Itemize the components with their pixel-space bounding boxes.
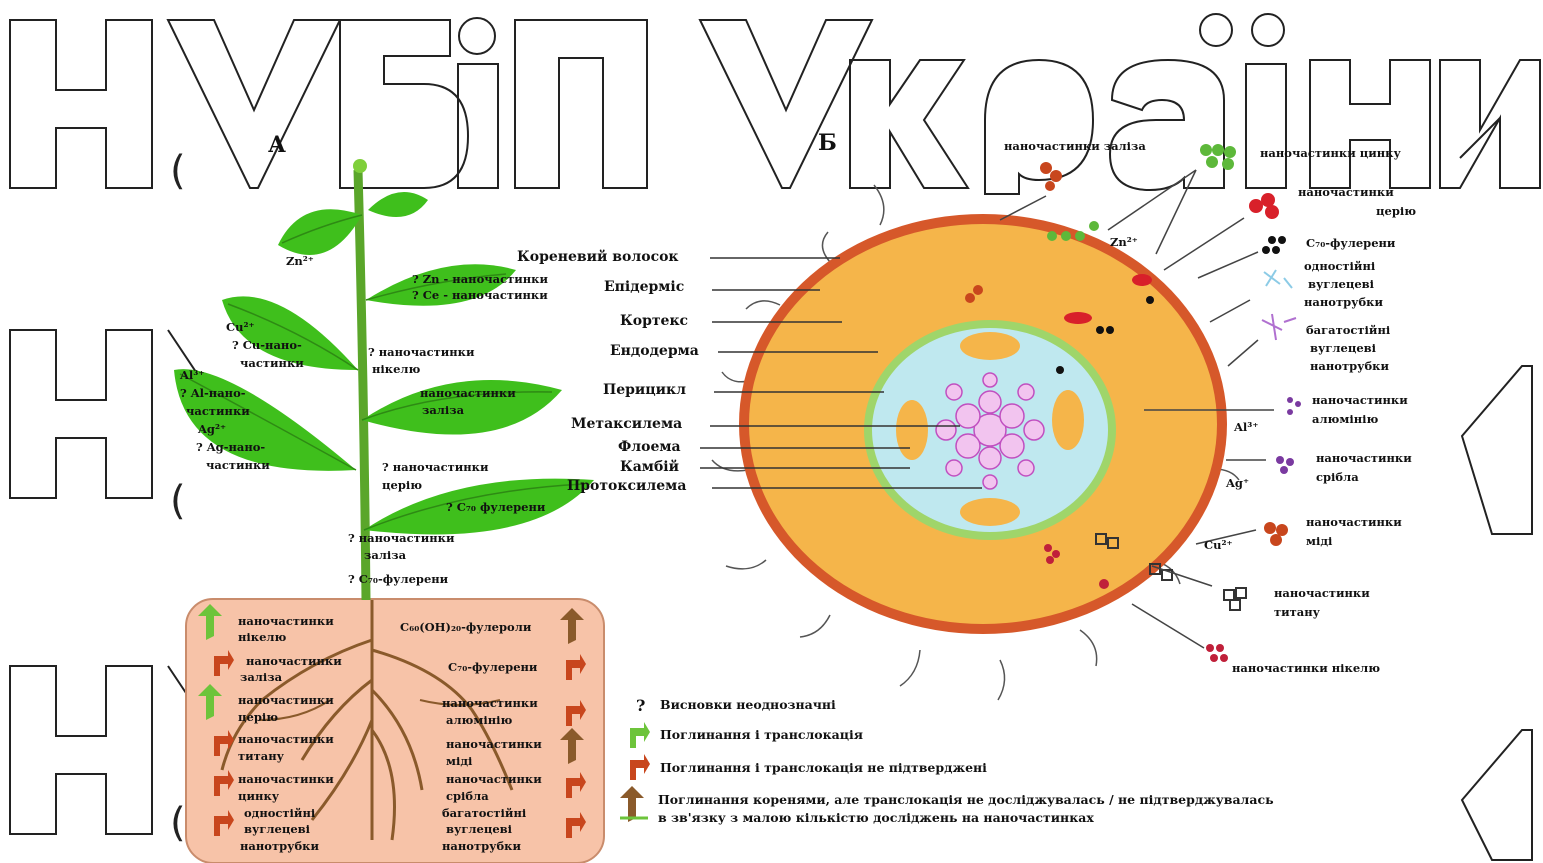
tissue-label-pericycle: Перицикл <box>603 382 686 398</box>
legend-icon-unconfirmed <box>630 754 650 780</box>
particle-label-ti-2: титану <box>1274 604 1320 621</box>
particle-label-c70: C₇₀-фулерени <box>1306 235 1395 252</box>
particle-label-swcnt-3: нанотрубки <box>1304 294 1383 311</box>
legend-item-unconfirmed: Поглинання і транслокація не підтверджен… <box>660 760 987 775</box>
tissue-label-metaxylem: Метаксилема <box>571 416 682 432</box>
legend-item-roots-only-2: в зв'язку з малою кількістю досліджень н… <box>658 810 1094 825</box>
ion-label-al: Al³⁺ <box>1234 420 1258 434</box>
particle-label-cu-2: міді <box>1306 533 1332 550</box>
tissue-label-epidermis: Епідерміс <box>604 279 684 295</box>
particle-label-ni: наночастинки нікелю <box>1232 660 1380 677</box>
tissue-label-root-hair: Кореневий волосок <box>517 249 679 265</box>
particle-label-ce-1: наночастинки <box>1298 184 1394 201</box>
tissue-label-protoxylem: Протоксилема <box>567 478 686 494</box>
tissue-label-endodermis: Ендодерма <box>610 343 699 359</box>
particle-label-swcnt-1: одностійні <box>1304 258 1375 275</box>
particle-label-ti-1: наночастинки <box>1274 585 1370 602</box>
legend-item-ambiguous: Висновки неоднозначні <box>660 697 836 712</box>
ion-label-cu: Cu²⁺ <box>1204 538 1233 552</box>
particle-label-fe: наночастинки заліза <box>1004 138 1146 155</box>
tissue-label-cortex: Кортекс <box>620 313 688 329</box>
particle-label-mwcnt-2: вуглецеві <box>1310 340 1376 357</box>
legend-item-roots-only: Поглинання коренями, але транслокація не… <box>658 792 1274 807</box>
particle-label-zn: наночастинки цинку <box>1260 145 1401 162</box>
particle-label-mwcnt-1: багатостійні <box>1306 322 1390 339</box>
particle-label-ag-1: наночастинки <box>1316 450 1412 467</box>
tissue-label-phloem: Флоема <box>618 439 681 455</box>
particle-label-ce-2: церію <box>1376 203 1416 220</box>
legend-item-confirmed: Поглинання і транслокація <box>660 727 863 742</box>
legend-question-mark: ? <box>636 696 645 715</box>
tissue-label-cambium: Камбій <box>620 459 679 475</box>
legend-icons <box>620 722 650 822</box>
particle-label-ag-2: срібла <box>1316 469 1359 486</box>
particle-label-mwcnt-3: нанотрубки <box>1310 358 1389 375</box>
particle-label-al-1: наночастинки <box>1312 392 1408 409</box>
ion-label-ag: Ag⁺ <box>1226 476 1249 490</box>
particle-label-cu-1: наночастинки <box>1306 514 1402 531</box>
ion-label-zn: Zn²⁺ <box>1110 235 1138 249</box>
legend-icon-confirmed <box>630 722 650 748</box>
particle-label-swcnt-2: вуглецеві <box>1308 276 1374 293</box>
particle-label-al-2: алюмінію <box>1312 411 1378 428</box>
